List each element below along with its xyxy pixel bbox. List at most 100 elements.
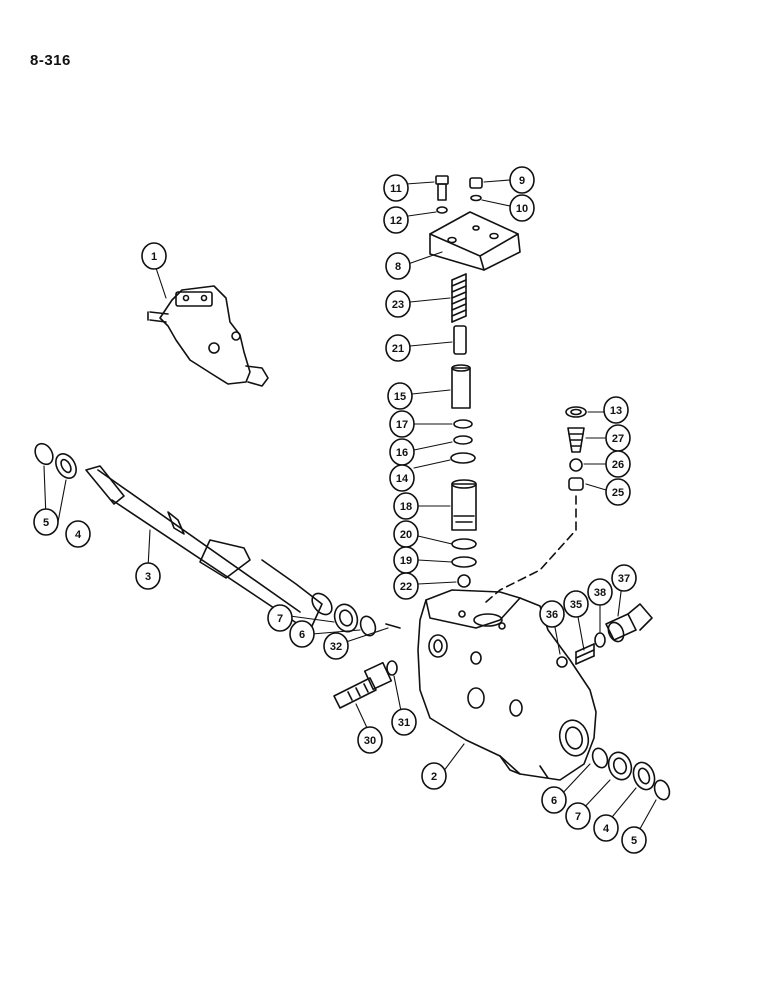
svg-text:8: 8 xyxy=(395,261,401,273)
callout-9: 9 xyxy=(509,166,535,194)
callout-36: 36 xyxy=(539,600,565,628)
callout-3: 3 xyxy=(135,562,161,590)
svg-text:21: 21 xyxy=(392,343,404,355)
washer-right xyxy=(632,761,656,791)
callout-8: 8 xyxy=(385,252,411,280)
callout-26: 26 xyxy=(605,450,631,478)
svg-text:23: 23 xyxy=(392,299,404,311)
ring-20 xyxy=(451,538,477,550)
svg-text:2: 2 xyxy=(431,771,437,783)
snap-ring-right xyxy=(653,779,671,801)
shaft-seal-right xyxy=(607,751,633,781)
callouts: 1 3 4 5 11 12 9 10 8 23 21 15 17 16 14 1… xyxy=(33,166,647,854)
spring-27 xyxy=(567,427,585,453)
callout-7-right: 7 xyxy=(565,802,591,830)
svg-text:22: 22 xyxy=(400,581,412,593)
svg-text:6: 6 xyxy=(551,795,557,807)
ring-14 xyxy=(450,452,476,464)
svg-text:36: 36 xyxy=(546,609,558,621)
callout-2: 2 xyxy=(421,762,447,790)
oring-31 xyxy=(386,660,398,676)
callout-4-right: 4 xyxy=(593,814,619,842)
svg-text:10: 10 xyxy=(516,203,528,215)
plug-9 xyxy=(469,177,483,189)
cover-plate xyxy=(429,211,521,271)
svg-text:38: 38 xyxy=(594,587,606,599)
svg-text:26: 26 xyxy=(612,459,624,471)
callout-4-upper: 4 xyxy=(65,520,91,548)
spool-shaft xyxy=(85,465,333,633)
callout-30: 30 xyxy=(357,726,383,754)
oring-10 xyxy=(470,194,482,202)
callout-16: 16 xyxy=(389,438,415,466)
svg-text:4: 4 xyxy=(75,529,82,541)
oring-right xyxy=(591,747,609,769)
svg-text:15: 15 xyxy=(394,391,406,403)
callout-12: 12 xyxy=(383,206,409,234)
svg-text:19: 19 xyxy=(400,555,412,567)
svg-text:30: 30 xyxy=(364,735,376,747)
valve-body xyxy=(417,589,597,781)
callout-15: 15 xyxy=(387,382,413,410)
svg-text:5: 5 xyxy=(631,835,637,847)
snap-ring-upper xyxy=(34,442,54,466)
svg-text:20: 20 xyxy=(400,529,412,541)
ball-26 xyxy=(569,458,583,472)
oring-38 xyxy=(594,632,606,648)
callout-6-left: 6 xyxy=(289,620,315,648)
svg-text:13: 13 xyxy=(610,405,622,417)
svg-text:11: 11 xyxy=(390,183,402,195)
callout-6-right: 6 xyxy=(541,786,567,814)
callout-27: 27 xyxy=(605,424,631,452)
svg-text:17: 17 xyxy=(396,419,408,431)
svg-text:5: 5 xyxy=(43,517,49,529)
oring-left xyxy=(359,615,377,637)
callout-10: 10 xyxy=(509,194,535,222)
ball-36 xyxy=(556,656,568,668)
callout-1: 1 xyxy=(141,242,167,270)
callout-21: 21 xyxy=(385,334,411,362)
callout-19: 19 xyxy=(393,546,419,574)
svg-text:27: 27 xyxy=(612,433,624,445)
callout-20: 20 xyxy=(393,520,419,548)
spring-23 xyxy=(451,273,467,323)
leader-lines xyxy=(43,179,657,837)
callout-38: 38 xyxy=(587,578,613,606)
svg-text:4: 4 xyxy=(603,823,610,835)
page-number: 8-316 xyxy=(30,52,71,69)
svg-text:37: 37 xyxy=(618,573,630,585)
pin-32 xyxy=(385,623,401,629)
spring-35 xyxy=(575,643,595,665)
callout-31: 31 xyxy=(391,708,417,736)
svg-text:7: 7 xyxy=(277,613,283,625)
washer-upper xyxy=(55,453,77,479)
callout-35: 35 xyxy=(563,590,589,618)
svg-text:9: 9 xyxy=(519,175,525,187)
callout-17: 17 xyxy=(389,410,415,438)
svg-text:6: 6 xyxy=(299,629,305,641)
callout-7-left: 7 xyxy=(267,604,293,632)
callout-14: 14 xyxy=(389,464,415,492)
svg-text:12: 12 xyxy=(390,215,402,227)
plug-30 xyxy=(333,661,393,709)
piston-18 xyxy=(451,479,477,531)
sleeve-15 xyxy=(451,364,471,409)
valve-assembly-thumbnail xyxy=(147,285,269,387)
ball-22 xyxy=(457,574,471,588)
pin-21 xyxy=(453,325,467,355)
ring-17 xyxy=(453,419,473,429)
svg-text:35: 35 xyxy=(570,599,582,611)
ring-19 xyxy=(451,556,477,568)
callout-5-upper: 5 xyxy=(33,508,59,536)
callout-5-right: 5 xyxy=(621,826,647,854)
callout-13: 13 xyxy=(603,396,629,424)
callout-25: 25 xyxy=(605,478,631,506)
bolt-11 xyxy=(435,175,449,201)
callout-11: 11 xyxy=(383,174,409,202)
callout-18: 18 xyxy=(393,492,419,520)
ring-16 xyxy=(453,435,473,445)
svg-text:1: 1 xyxy=(151,251,157,263)
callout-32: 32 xyxy=(323,632,349,660)
svg-text:16: 16 xyxy=(396,447,408,459)
